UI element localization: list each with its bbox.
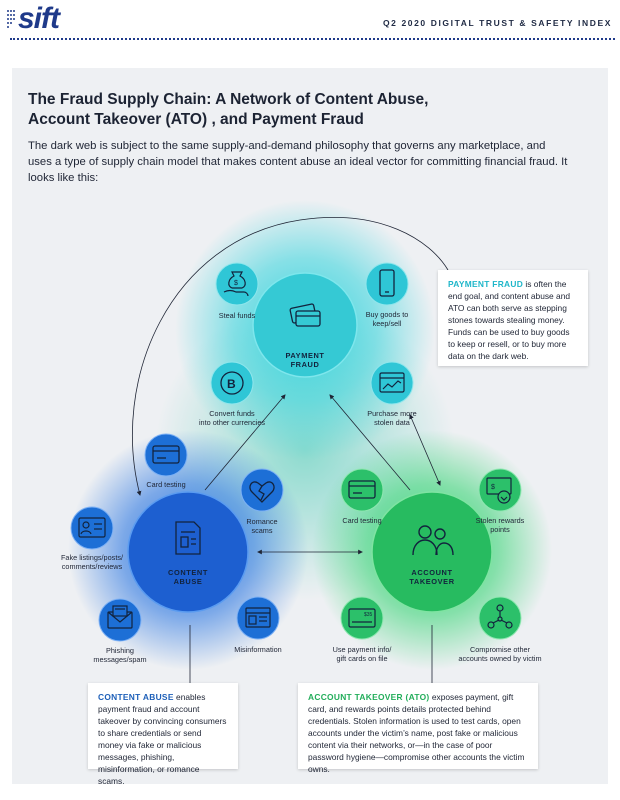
envelope-icon: [107, 605, 133, 629]
page-title: The Fraud Supply Chain: A Network of Con…: [28, 91, 429, 128]
label-convert-funds: Convert funds into other currencies: [198, 409, 266, 427]
top-bar: sift Q2 2020 DIGITAL TRUST & SAFETY INDE…: [0, 0, 620, 44]
node-compromise-accounts: [478, 596, 522, 640]
label-misinformation: Misinformation: [234, 645, 282, 654]
content-abuse-hub: [127, 491, 249, 613]
node-fake-listings: [70, 506, 114, 550]
arrow-ato-to-payment: [329, 394, 411, 491]
node-romance-scams: [240, 468, 284, 512]
account-takeover-callout: ACCOUNT TAKEOVER (ATO) exposes payment, …: [298, 683, 538, 774]
svg-text:$: $: [491, 484, 495, 491]
content-hub-label: CONTENT ABUSE: [168, 568, 208, 586]
index-title: Q2 2020 DIGITAL TRUST & SAFETY INDEX: [382, 18, 612, 28]
credit-card-icon: [348, 480, 376, 499]
newspaper-icon: [245, 607, 271, 628]
label-stolen-rewards: Stolen rewards points: [475, 516, 525, 534]
node-buy-goods: [365, 262, 409, 306]
payment-hub-label: PAYMENT FRAUD: [285, 351, 325, 369]
node-purchase-stolen-data: [370, 361, 414, 405]
label-purchase-data: Purchase more stolen data: [367, 409, 417, 427]
label-steal-funds: Steal funds: [218, 311, 256, 320]
id-card-icon: [78, 517, 106, 538]
gift-card-icon: $35: [348, 608, 376, 628]
logo-mark-icon: [7, 10, 15, 28]
label-compromise-accounts: Compromise other accounts owned by victi…: [458, 645, 542, 663]
label-fake-listings: Fake listings/posts/ comments/reviews: [60, 553, 124, 571]
money-bag-hand-icon: $: [223, 271, 249, 297]
credit-cards-icon: [289, 303, 321, 327]
node-stolen-rewards: $: [478, 468, 522, 512]
node-content-card-testing: [144, 433, 188, 477]
browser-chart-icon: [379, 372, 405, 393]
account-takeover-hub: [371, 491, 493, 613]
credit-card-icon: [152, 445, 180, 464]
arrow-content-to-payment: [204, 394, 286, 491]
label-content-card-testing: Card testing: [146, 480, 186, 489]
label-phishing: Phishing messages/spam: [93, 646, 147, 664]
svg-text:$35: $35: [364, 612, 373, 618]
loop-arrow: [132, 217, 449, 496]
svg-text:B: B: [227, 377, 236, 391]
label-ato-card-testing: Card testing: [342, 516, 382, 525]
bitcoin-icon: B: [220, 371, 244, 395]
content-abuse-callout: CONTENT ABUSE enables payment fraud and …: [88, 683, 238, 786]
reward-bill-icon: $: [486, 477, 512, 504]
network-icon: [487, 604, 513, 629]
intro-paragraph: The dark web is subject to the same supp…: [28, 140, 568, 184]
node-phishing: [98, 598, 142, 642]
broken-heart-icon: [249, 481, 275, 503]
label-buy-goods: Buy goods to keep/sell: [365, 310, 409, 328]
svg-text:$: $: [234, 280, 238, 287]
payment-fraud-callout: PAYMENT FRAUD is often the end goal, and…: [438, 270, 588, 366]
smartphone-icon: [379, 269, 395, 297]
document-icon: [175, 521, 201, 555]
node-steal-funds: $: [215, 262, 259, 306]
arrow-purchase-ato: [409, 414, 441, 486]
users-icon: [412, 525, 454, 556]
sift-logo: sift: [18, 2, 60, 35]
node-misinformation: [236, 596, 280, 640]
ato-hub-label: ACCOUNT TAKEOVER: [409, 568, 455, 586]
label-romance-scams: Romance scams: [246, 517, 278, 535]
payment-fraud-hub: [252, 272, 358, 378]
node-use-payment-info: $35: [340, 596, 384, 640]
node-ato-card-testing: [340, 468, 384, 512]
label-use-payment-info: Use payment info/ gift cards on file: [332, 645, 392, 663]
dotted-divider: [10, 38, 615, 40]
node-convert-funds: B: [210, 361, 254, 405]
